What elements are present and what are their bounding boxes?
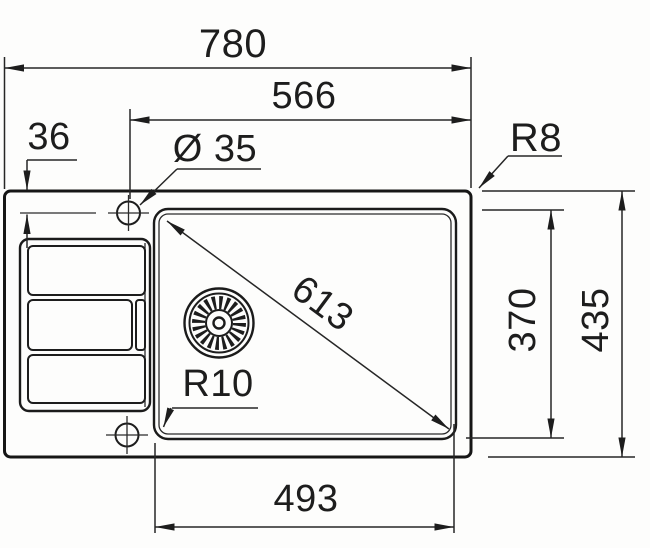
dim-r8-label: R8	[510, 116, 562, 160]
dim-tap-diameter-label: Ø 35	[173, 128, 257, 170]
dim-r8-leader-arrow	[478, 155, 509, 189]
drainboard-ridge-3	[27, 354, 146, 404]
dim-780-label: 780	[199, 22, 267, 66]
dim-tap-edge-offset: 36	[23, 116, 77, 248]
sink-outer-outline	[3, 189, 473, 459]
drainboard-ridge-1	[27, 245, 146, 296]
drain-cap-circle	[205, 309, 233, 337]
dim-overall-width: 780	[3, 22, 472, 189]
sink-outer-rect	[3, 189, 473, 459]
dim-overall-depth: 435	[482, 190, 635, 458]
drainboard-outline	[18, 237, 152, 413]
dim-bowl-depth: 370	[466, 209, 564, 439]
drain-strainer	[183, 287, 255, 359]
dim-tap-diameter-leader-arrow	[139, 168, 178, 206]
drainboard	[18, 237, 152, 413]
bowl-outer-rim	[152, 207, 458, 441]
tap-hole-top	[20, 195, 149, 231]
dim-613-label: 613	[284, 268, 361, 340]
dim-493-label: 493	[274, 478, 339, 520]
dim-bowl-width: 493	[154, 424, 455, 533]
drainboard-ridge-2	[27, 299, 133, 351]
dim-outer-corner-radius: R8	[478, 116, 562, 189]
dim-tap-span: 566	[129, 75, 471, 199]
dim-435-label: 435	[575, 288, 617, 353]
dim-36-label: 36	[27, 116, 70, 158]
dim-613-line	[166, 220, 450, 430]
bowl	[152, 207, 458, 441]
dim-r10-label: R10	[182, 363, 253, 405]
tap-hole-bottom	[106, 416, 148, 454]
dim-r10-leader-arrow	[162, 407, 175, 428]
drainboard-ridge-2b	[135, 299, 146, 351]
drain-center-hole	[212, 316, 226, 330]
dim-370-label: 370	[502, 288, 544, 353]
drain-spokes	[192, 296, 246, 350]
dim-bowl-corner-radius: R10	[162, 363, 258, 428]
dim-tap-hole-diameter: Ø 35	[139, 128, 261, 206]
dim-566-label: 566	[272, 75, 337, 117]
bowl-inner-rim	[158, 213, 452, 435]
